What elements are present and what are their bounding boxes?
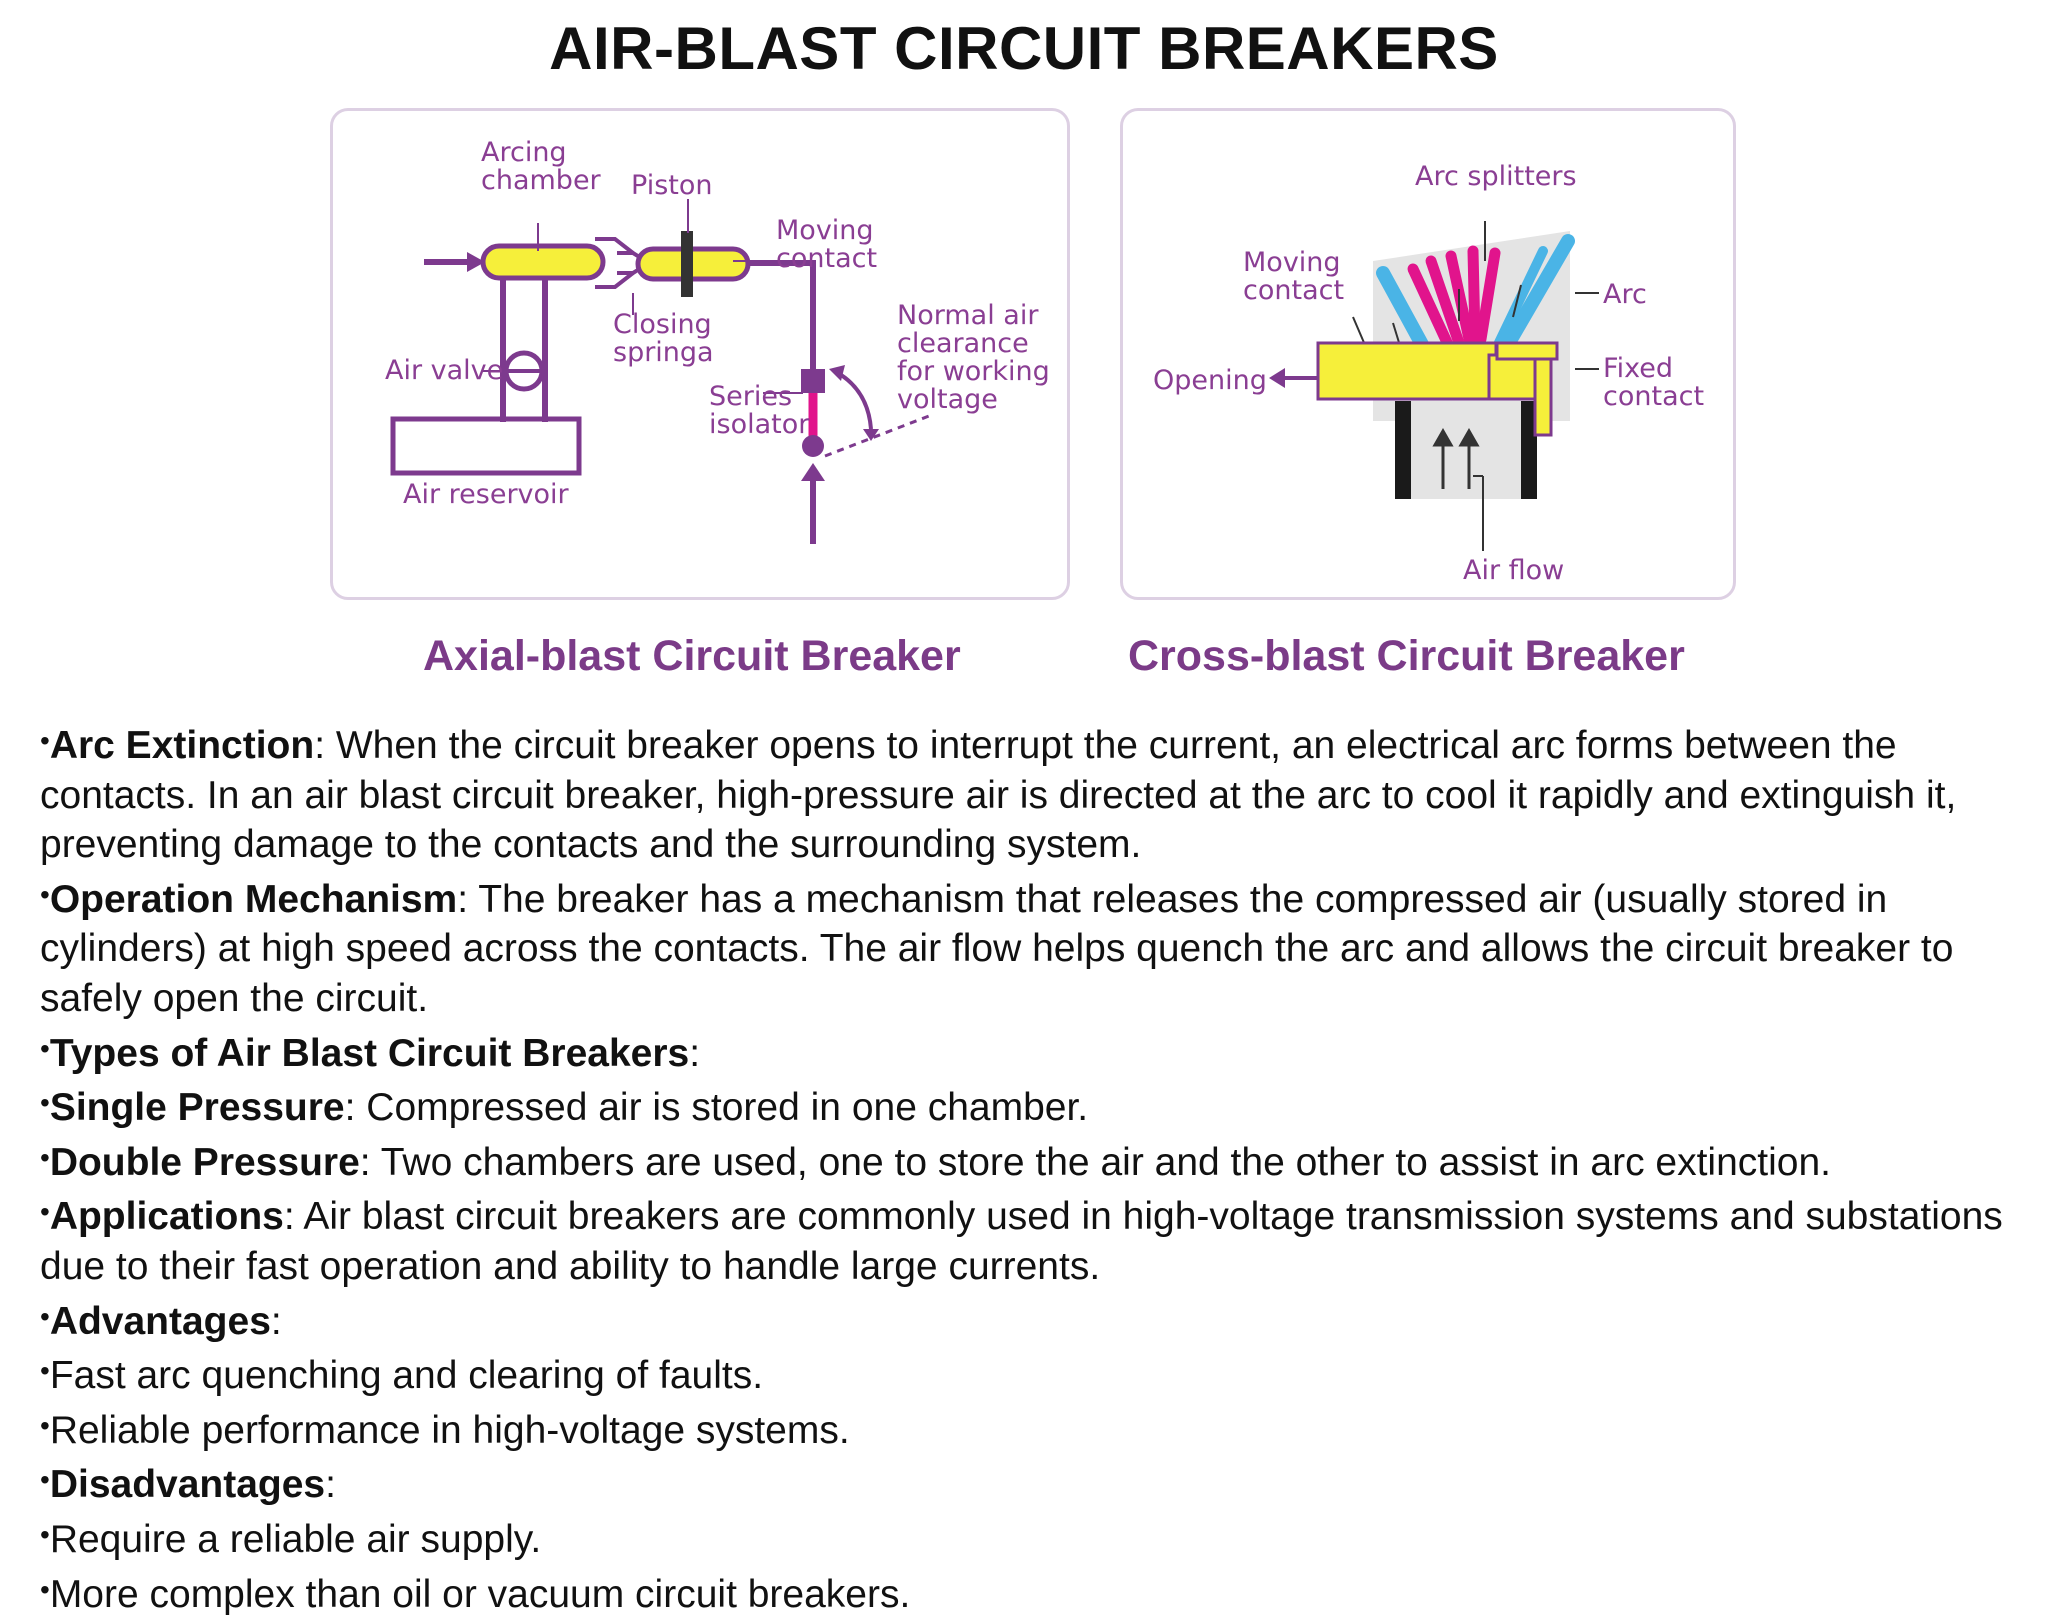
label-arc: Arc [1603,279,1647,310]
label-moving-contact-1: Moving [776,215,874,246]
bullet-icon: • [40,725,50,756]
item-text: : [325,1463,336,1506]
list-item: •More complex than oil or vacuum circuit… [40,1565,2015,1619]
label-normal-air-1: Normal air [897,300,1039,331]
label-opening: Opening [1153,365,1267,396]
item-text: : [271,1300,282,1343]
item-text: : Compressed air is stored in one chambe… [345,1086,1089,1129]
item-text: : [689,1032,700,1075]
item-text: Reliable performance in high-voltage sys… [50,1409,850,1452]
axial-blast-caption: Axial-blast Circuit Breaker [423,632,961,681]
item-heading: Double Pressure [50,1141,360,1184]
label-air-flow: Air flow [1463,555,1564,586]
bullet-icon: • [40,1410,50,1441]
bullet-icon: • [40,1574,50,1605]
page-title: AIR-BLAST CIRCUIT BREAKERS [0,14,2048,83]
arcing-chamber [483,246,603,278]
piston-plate [681,231,693,297]
opening-arrow-icon [1269,368,1285,388]
item-text: More complex than oil or vacuum circuit … [50,1573,911,1616]
cross-blast-diagram: Arc splitters Moving contact Arc Opening… [1120,108,1736,600]
list-item: •Arc Extinction: When the circuit breake… [40,716,2015,870]
label-normal-air-2: clearance [897,328,1029,359]
label-fixed-contact-1: Fixed [1603,353,1673,384]
list-item: •Reliable performance in high-voltage sy… [40,1401,2015,1456]
item-text: : Two chambers are used, one to store th… [360,1141,1831,1184]
label-fixed-contact-2: contact [1603,381,1704,412]
bullet-icon: • [40,1519,50,1550]
axial-blast-svg: Arcing chamber Piston Moving contact Clo… [333,111,1073,603]
label-closing-spring-2: springa [613,337,714,368]
list-item: •Types of Air Blast Circuit Breakers: [40,1024,2015,1079]
moving-contact-block [1318,343,1496,399]
list-item: •Disadvantages: [40,1455,2015,1510]
bullet-icon: • [40,879,50,910]
list-item: •Single Pressure: Compressed air is stor… [40,1078,2015,1133]
label-air-valve: Air valve [385,355,503,386]
bullet-icon: • [40,1142,50,1173]
clearance-arrow-icon [838,373,871,429]
item-heading: Disadvantages [50,1463,325,1506]
cross-blast-svg: Arc splitters Moving contact Arc Opening… [1123,111,1739,603]
label-series-isolator-1: Series [709,381,792,412]
list-item: •Applications: Air blast circuit breaker… [40,1187,2015,1291]
item-text: : When the circuit breaker opens to inte… [40,724,1956,866]
clearance-dashed-line [825,416,929,456]
label-moving-contact-1: Moving [1243,247,1341,278]
isolator-top [801,369,825,393]
cross-blast-caption: Cross-blast Circuit Breaker [1128,632,1685,681]
label-moving-contact-2: contact [776,243,877,274]
item-text: Fast arc quenching and clearing of fault… [50,1354,763,1397]
label-air-reservoir: Air reservoir [403,479,570,510]
item-text: : Air blast circuit breakers are commonl… [40,1195,2003,1288]
label-piston: Piston [631,170,712,201]
axial-blast-diagram: Arcing chamber Piston Moving contact Clo… [330,108,1070,600]
item-heading: Operation Mechanism [50,878,457,921]
label-normal-air-4: voltage [897,384,998,415]
bullet-list: •Arc Extinction: When the circuit breake… [40,716,2015,1619]
label-arc-splitters: Arc splitters [1415,161,1577,192]
item-heading: Types of Air Blast Circuit Breakers [50,1032,689,1075]
bullet-icon: • [40,1464,50,1495]
bullet-icon: • [40,1033,50,1064]
label-arcing-chamber-1: Arcing [481,137,567,168]
nozzle-wall-left [1395,401,1411,499]
label-closing-spring-1: Closing [613,309,712,340]
item-heading: Applications [50,1195,284,1238]
item-heading: Advantages [50,1300,271,1343]
label-series-isolator-2: isolator [709,409,810,440]
list-item: •Operation Mechanism: The breaker has a … [40,870,2015,1024]
item-heading: Arc Extinction [50,724,314,767]
item-text: Require a reliable air supply. [50,1518,541,1561]
bullet-icon: • [40,1355,50,1386]
list-item: •Double Pressure: Two chambers are used,… [40,1133,2015,1188]
bullet-icon: • [40,1196,50,1227]
item-heading: Single Pressure [50,1086,345,1129]
label-normal-air-3: for working [897,356,1050,387]
list-item: •Require a reliable air supply. [40,1510,2015,1565]
list-item: •Fast arc quenching and clearing of faul… [40,1346,2015,1401]
fixed-contact-block [1489,355,1535,399]
bullet-icon: • [40,1087,50,1118]
fixed-contact-stem [1535,353,1551,435]
label-arcing-chamber-2: chamber [481,165,602,196]
label-moving-contact-2: contact [1243,275,1344,306]
list-item: •Advantages: [40,1292,2015,1347]
bullet-icon: • [40,1301,50,1332]
